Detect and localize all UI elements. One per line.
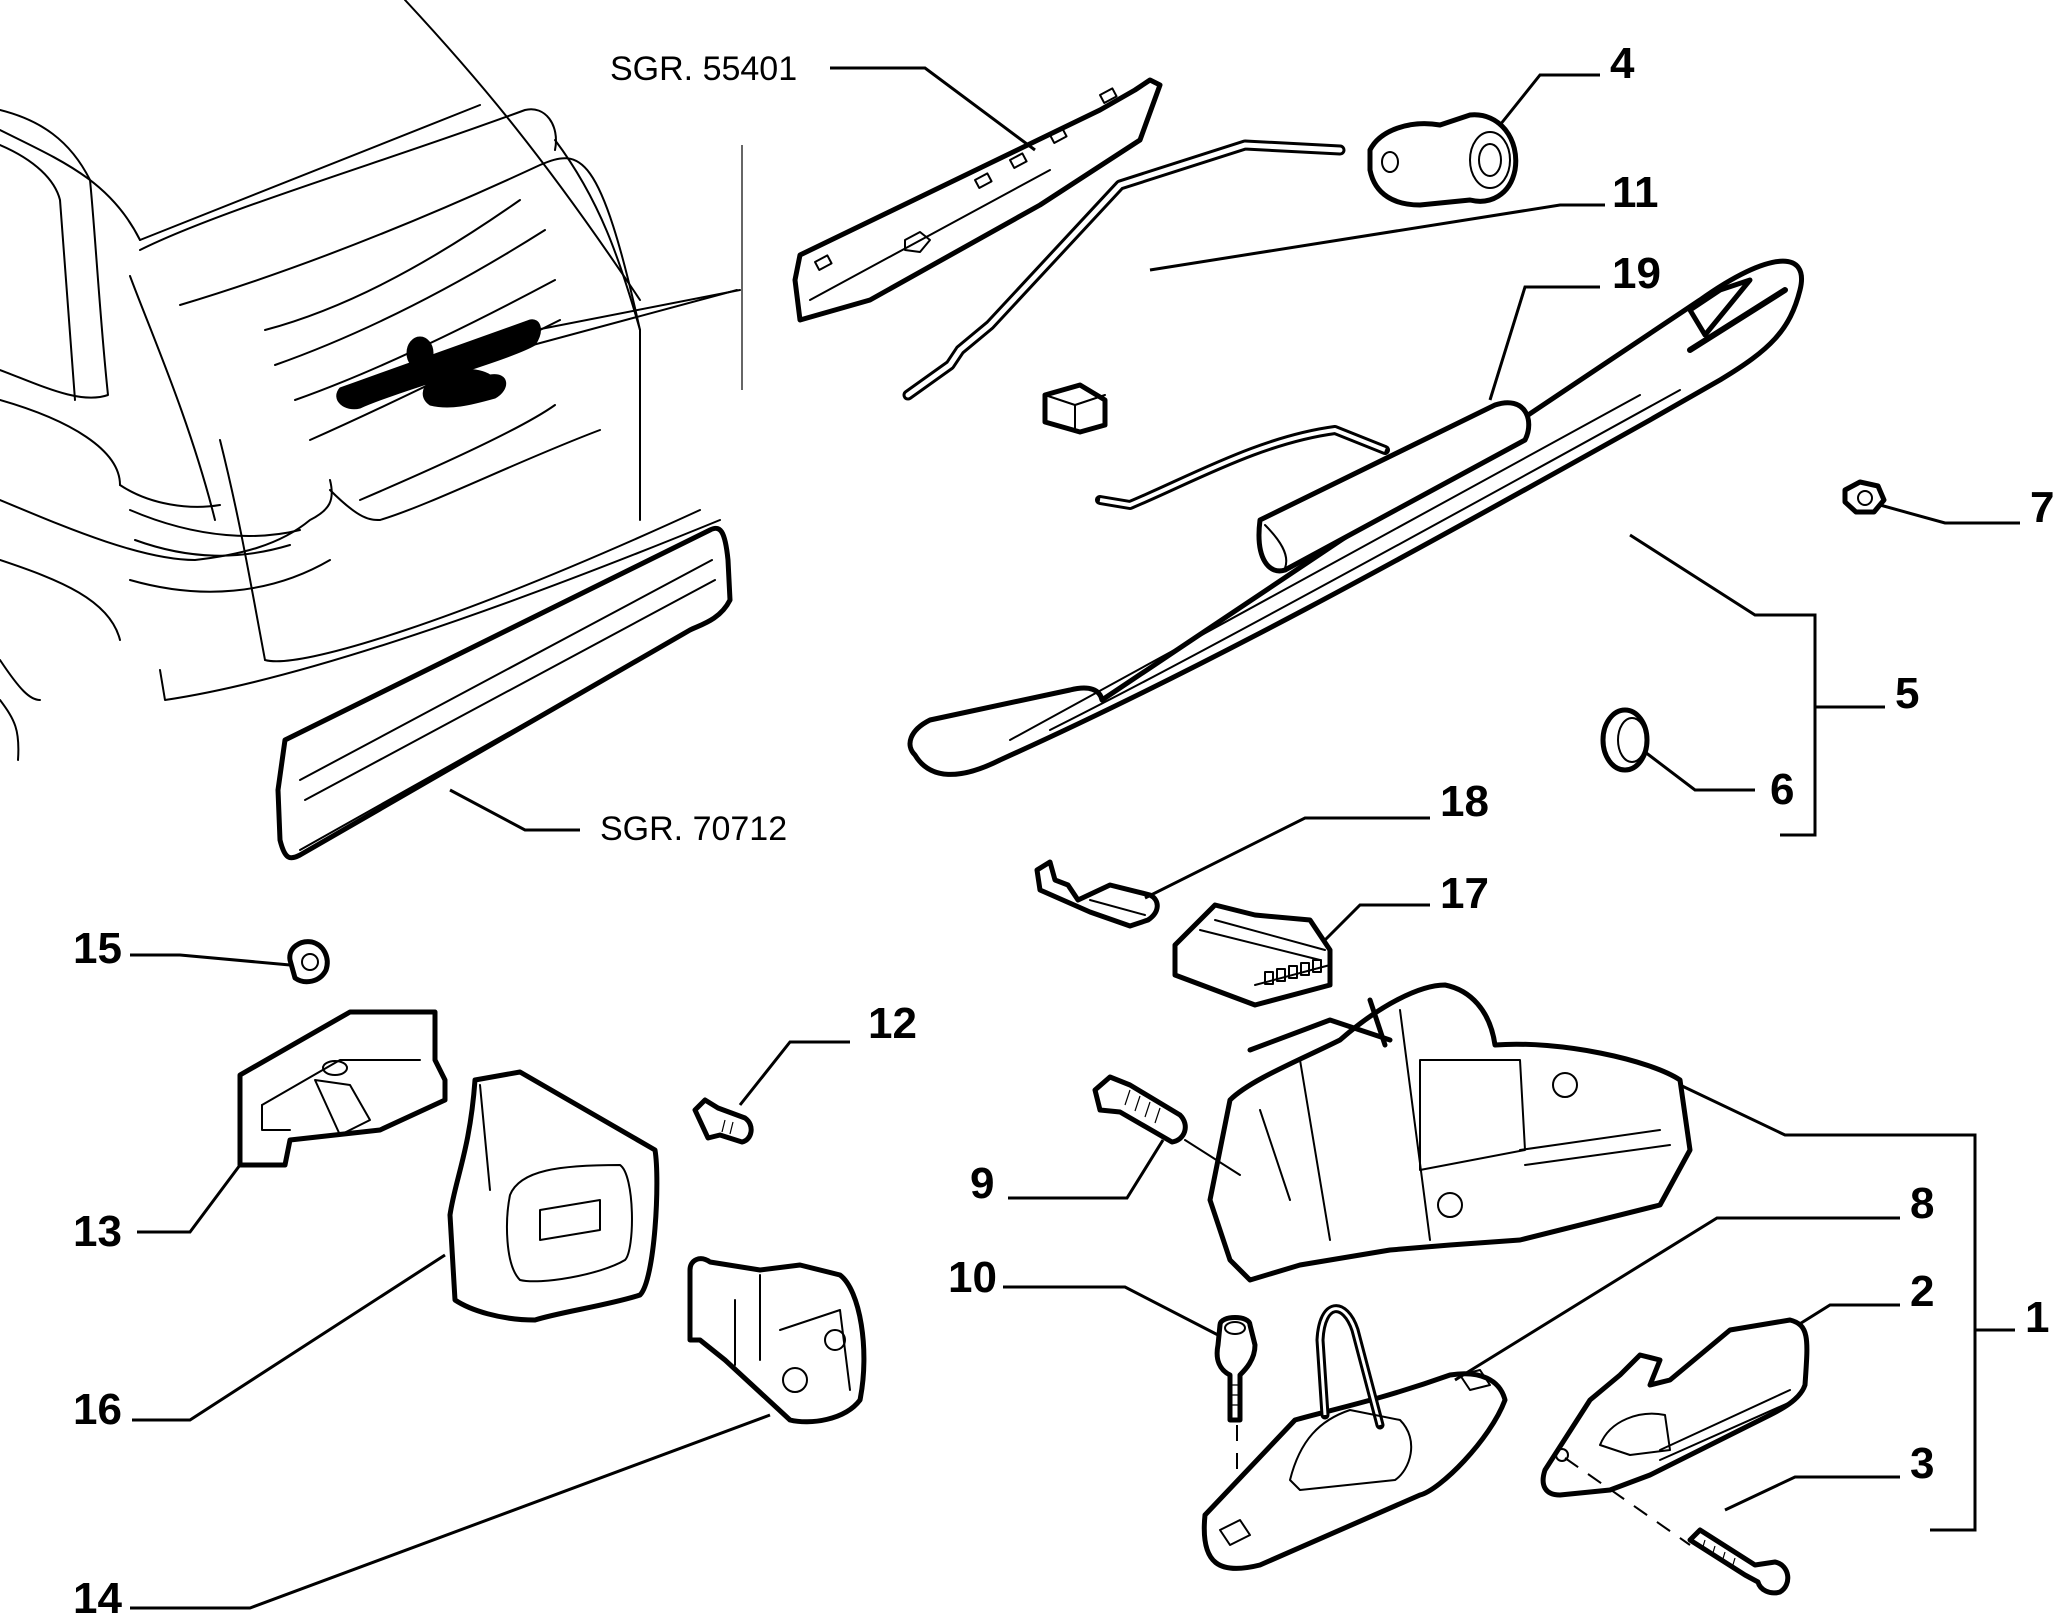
- connector-pins: [1264, 959, 1322, 985]
- callout-19: 19: [1612, 249, 1661, 298]
- terminal-part-18: [1034, 859, 1160, 929]
- callout-7: 7: [2030, 483, 2054, 532]
- striker-part-8: [1201, 1304, 1508, 1571]
- callout-labels: SGR. 55401 SGR. 70712 4 11 19 7 5 6 18 1…: [73, 39, 2054, 1615]
- callout-10: 10: [948, 1253, 997, 1302]
- bracket-part-13: [237, 1009, 448, 1168]
- lock-cover-part-2: [1540, 1317, 1810, 1498]
- callout-5: 5: [1895, 669, 1919, 718]
- callout-18: 18: [1440, 777, 1489, 826]
- rod-part-11: [902, 139, 1346, 401]
- lock-cylinder-part-4: [1367, 112, 1519, 208]
- ref-sgr-55401: SGR. 55401: [610, 50, 797, 88]
- leader-lines: [130, 66, 2020, 1610]
- tailgate-handle-part-5: [907, 258, 1804, 777]
- callout-4: 4: [1610, 39, 1635, 88]
- sgr-55401-moulding: [792, 77, 1163, 323]
- connector-part-17: [1172, 902, 1333, 1008]
- buffer-part-14: [687, 1256, 867, 1425]
- car-rear-illustration: [0, 0, 743, 761]
- screw-part-3: [1564, 1457, 1791, 1596]
- callout-2: 2: [1910, 1267, 1934, 1316]
- callout-1: 1: [2025, 1293, 2049, 1342]
- callout-17: 17: [1440, 869, 1489, 918]
- callout-9: 9: [970, 1159, 994, 1208]
- callout-6: 6: [1770, 765, 1794, 814]
- grommet-part-6: [1600, 707, 1650, 773]
- bumper-part-16: [447, 1069, 660, 1323]
- callout-15: 15: [73, 924, 122, 973]
- callout-8: 8: [1910, 1179, 1934, 1228]
- sgr-70712-moulding: [275, 525, 733, 861]
- callout-3: 3: [1910, 1439, 1934, 1488]
- screw-part-12: [692, 1097, 754, 1145]
- switch-part-19: [1042, 382, 1532, 574]
- nut-part-7: [1842, 479, 1887, 515]
- callout-11: 11: [1612, 168, 1659, 217]
- lock-body-part-1: [1207, 982, 1693, 1283]
- nut-part-15: [287, 939, 330, 985]
- callout-16: 16: [73, 1385, 122, 1434]
- callout-12: 12: [868, 999, 917, 1048]
- callout-14: 14: [73, 1574, 122, 1615]
- ref-sgr-70712: SGR. 70712: [600, 810, 787, 848]
- callout-13: 13: [73, 1207, 122, 1256]
- bolt-part-9: [1092, 1074, 1241, 1176]
